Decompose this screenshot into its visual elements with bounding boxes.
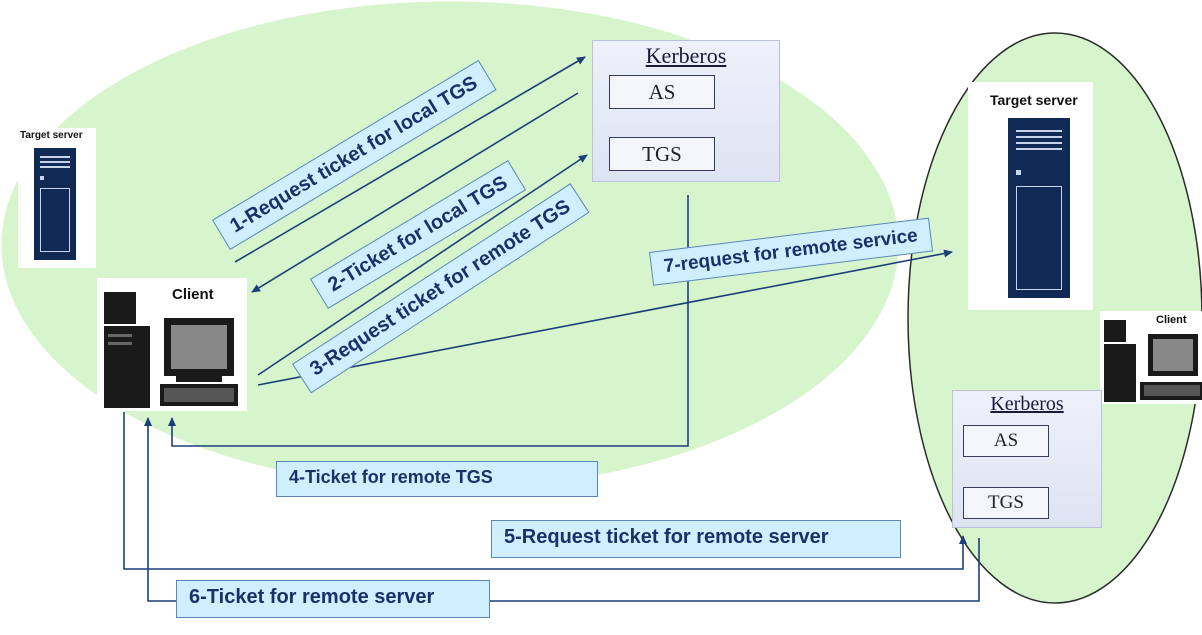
right-kerberos-as: AS [963,425,1049,457]
right-client-label: Client [1156,314,1187,326]
arrow-step-5 [123,412,967,570]
arrow-step-6 [144,417,980,602]
right-client-computer-icon [1100,311,1202,404]
left-kerberos-tgs: TGS [609,137,715,171]
step-6-label: 6-Ticket for remote server [176,580,490,618]
left-kerberos-box: Kerberos AS TGS [592,40,780,182]
arrow-step-4 [168,195,689,447]
step-4-label: 4-Ticket for remote TGS [276,461,598,497]
arrow-step-3 [257,154,588,376]
left-target-server: Target server [18,128,96,268]
left-server-tower-icon [34,148,76,260]
right-server-tower-icon [1008,118,1070,298]
left-kerberos-as: AS [609,75,715,109]
arrow-step-7 [257,249,953,386]
arrow-step-2 [251,92,579,293]
right-kerberos-title: Kerberos [990,393,1064,415]
left-target-server-label: Target server [20,130,83,141]
left-client-computer-icon [97,278,247,411]
right-kerberos-box: Kerberos AS TGS [952,390,1102,528]
right-target-server: Target server [968,82,1093,310]
arrow-step-1 [234,56,586,263]
right-target-server-label: Target server [990,92,1078,108]
left-kerberos-title: Kerberos [645,43,727,68]
step-5-label: 5-Request ticket for remote server [491,520,901,558]
right-kerberos-tgs: TGS [963,487,1049,519]
left-client-label: Client [172,286,214,303]
